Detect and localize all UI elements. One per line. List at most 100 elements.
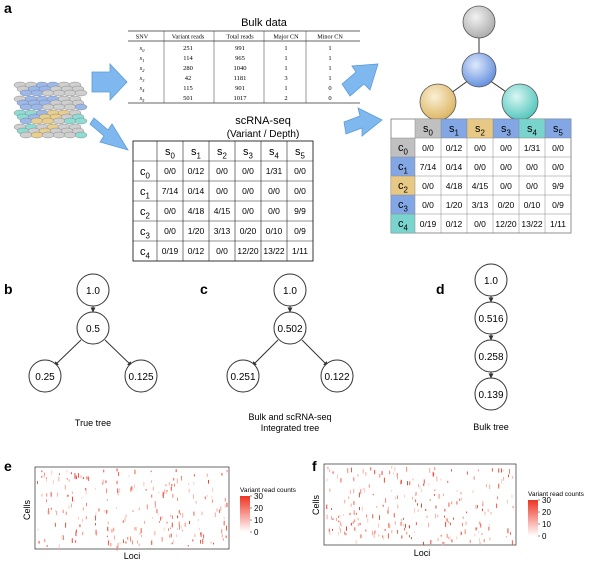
tree-node-label: 0.125 — [128, 372, 153, 383]
heatmap-mark — [134, 527, 136, 531]
heatmap-mark — [212, 487, 214, 493]
bulk-header-cell: Major CN — [273, 34, 299, 41]
heatmap-mark — [510, 532, 511, 535]
heatmap-mark — [44, 475, 45, 478]
heatmap-mark — [417, 503, 418, 506]
heatmap-mark — [173, 539, 175, 544]
tree-node — [28, 359, 62, 393]
scrna-col-header: s1 — [191, 146, 202, 160]
bulk-value-cell: 1 — [328, 55, 331, 62]
bulk-header-cell: Total reads — [226, 34, 254, 41]
scrna-cell: 7/14 — [162, 186, 179, 196]
heatmap-mark — [403, 517, 404, 520]
tree-node-label: 0.25 — [35, 372, 55, 383]
heatmap-mark — [152, 517, 154, 519]
heatmap-mark — [338, 515, 339, 518]
heatmap-mark — [119, 488, 121, 493]
heatmap-mark — [206, 473, 208, 477]
heatmap-mark — [78, 473, 79, 478]
bulk-value-cell: 1181 — [234, 75, 247, 82]
heatmap-mark — [141, 535, 143, 538]
heatmap-mark — [498, 484, 500, 489]
bulk-header-cell: Minor CN — [317, 34, 343, 41]
heatmap-mark — [451, 501, 453, 505]
heatmap-mark — [117, 488, 119, 494]
heatmap-mark — [158, 513, 160, 516]
colorbar-tick-label: 20 — [542, 508, 551, 517]
heatmap-mark — [137, 540, 138, 544]
heatmap-mark — [176, 534, 178, 538]
heatmap-f-marks — [326, 466, 514, 546]
cell-icon — [74, 117, 88, 125]
annot-col-header-swatch — [441, 119, 467, 138]
colorbar-tick-label: 30 — [254, 492, 263, 501]
scrna-cell: 0/0 — [242, 186, 254, 196]
heatmap-mark — [193, 474, 195, 477]
cell-icon — [52, 89, 66, 97]
heatmap-mark — [46, 493, 48, 497]
heatmap-mark — [434, 494, 435, 496]
heatmap-mark — [421, 503, 422, 508]
heatmap-mark — [357, 517, 359, 521]
heatmap-mark — [391, 489, 393, 492]
heatmap-mark — [391, 529, 393, 534]
heatmap-mark — [138, 543, 140, 547]
heatmap-mark — [44, 539, 46, 543]
heatmap-mark — [200, 539, 201, 544]
heatmap-mark — [48, 510, 50, 515]
scrna-col-header: s5 — [295, 146, 306, 160]
heatmap-mark — [351, 467, 352, 473]
annot-row-header-swatch — [391, 157, 415, 176]
scrna-row-header: c0 — [140, 166, 151, 180]
heatmap-mark — [415, 491, 417, 496]
heatmap-mark — [385, 498, 387, 503]
annot-cell: 0/0 — [500, 162, 512, 172]
heatmap-mark — [501, 479, 503, 484]
heatmap-mark — [387, 533, 389, 539]
heatmap-mark — [421, 489, 422, 493]
heatmap-mark — [188, 488, 190, 493]
annot-row-header: c3 — [398, 199, 409, 213]
heatmap-mark — [80, 475, 82, 479]
annot-cell: 0/0 — [474, 219, 486, 229]
heatmap-mark — [197, 519, 199, 522]
heatmap-mark — [210, 541, 212, 544]
heatmap-mark — [434, 489, 436, 492]
heatmap-mark — [85, 487, 87, 491]
heatmap-e-marks — [37, 468, 228, 551]
heatmap-mark — [332, 518, 334, 521]
heatmap-mark — [181, 475, 182, 481]
heatmap-mark — [461, 497, 462, 501]
heatmap-mark — [456, 489, 458, 493]
heatmap-mark — [214, 512, 216, 518]
cell-icon — [19, 131, 33, 139]
heatmap-mark — [360, 534, 362, 539]
heatmap-mark — [393, 472, 395, 475]
heatmap-mark — [107, 521, 109, 525]
heatmap-mark — [509, 469, 510, 474]
annot-row-header-swatch — [391, 176, 415, 195]
heatmap-mark — [343, 514, 344, 516]
heatmap-mark — [384, 529, 386, 531]
clone-node-gray — [462, 5, 496, 39]
heatmap-e-ylabel: Cells — [22, 500, 32, 521]
heatmap-mark — [503, 476, 505, 481]
heatmap-mark — [373, 533, 375, 538]
tree-node-label: 0.516 — [478, 314, 503, 325]
heatmap-mark — [462, 516, 464, 519]
heatmap-mark — [331, 516, 332, 520]
heatmap-mark — [206, 495, 208, 497]
heatmap-mark — [372, 493, 374, 496]
heatmap-mark — [397, 495, 398, 499]
heatmap-mark — [68, 505, 70, 509]
heatmap-mark — [411, 537, 412, 540]
heatmap-mark — [74, 473, 76, 478]
heatmap-mark — [47, 510, 49, 514]
cell-icon — [41, 117, 55, 125]
heatmap-mark — [497, 496, 498, 500]
heatmap-e-xlabel: Loci — [124, 551, 141, 561]
heatmap-mark — [448, 521, 450, 524]
annot-cell: 0/0 — [526, 181, 538, 191]
heatmap-mark — [140, 528, 142, 534]
heatmap-mark — [440, 534, 442, 537]
